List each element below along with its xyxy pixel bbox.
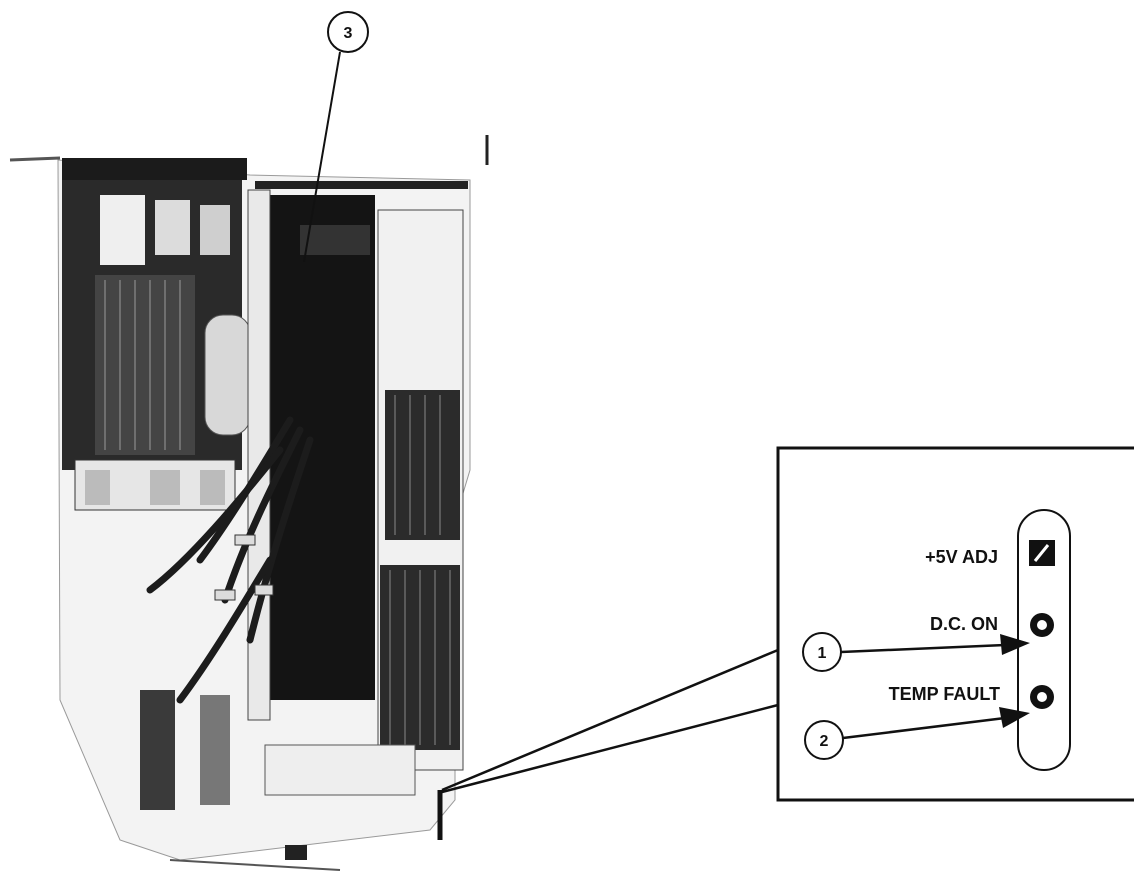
cable-harness <box>146 416 314 704</box>
board-top-strip <box>62 158 247 180</box>
board-chip-c <box>200 205 230 255</box>
board-ic-grid <box>95 275 195 455</box>
zoom-lines <box>441 648 779 794</box>
temp-fault-label: TEMP FAULT <box>889 684 1000 704</box>
callout-2-circle <box>804 720 844 760</box>
board-chip-b <box>155 200 190 255</box>
lower-bracket-mid <box>200 695 230 805</box>
board-connector-2 <box>150 470 180 505</box>
lower-bracket-left <box>140 690 175 810</box>
callout-2: 2 <box>804 707 1030 760</box>
board-capacitor <box>204 314 251 436</box>
chassis-photo <box>9 135 489 871</box>
callout-3: 3 <box>303 11 369 263</box>
dc-on-indicator-lamp-icon <box>1030 613 1054 637</box>
board-ic-lines <box>104 280 181 450</box>
callout-3-circle <box>327 11 369 53</box>
cable-ties <box>214 534 274 601</box>
memory-card-lines <box>389 395 451 745</box>
dc-on-label: D.C. ON <box>930 614 998 634</box>
temp-fault-indicator-lamp-icon <box>1030 685 1054 709</box>
board-connector-1 <box>85 470 110 505</box>
board-chip-a <box>100 195 145 265</box>
memory-card-upper <box>385 390 460 540</box>
screwdriver-slot-icon <box>1029 540 1055 566</box>
module-bracket <box>300 225 370 255</box>
callout-1-leader <box>840 643 1006 654</box>
callout-2-arrowhead <box>999 707 1030 728</box>
callout-3-leader <box>303 51 341 263</box>
lower-bracket-right <box>264 744 416 796</box>
callout-3-label: 3 <box>344 25 353 42</box>
callout-2-label: 2 <box>820 733 829 750</box>
callout-1: 1 <box>802 632 1030 672</box>
adj-label: +5V ADJ <box>925 547 998 567</box>
callout-1-arrowhead <box>1000 634 1030 655</box>
detail-panel: +5V ADJ D.C. ON TEMP FAULT 1 2 <box>776 446 1134 802</box>
callout-2-leader <box>842 716 1006 740</box>
chassis-base-edge <box>169 859 341 871</box>
board-connector-3 <box>200 470 225 505</box>
callout-1-label: 1 <box>818 645 827 662</box>
chassis-top-edge <box>9 156 61 162</box>
chassis-foot <box>285 845 307 860</box>
power-supply-module <box>265 195 375 700</box>
